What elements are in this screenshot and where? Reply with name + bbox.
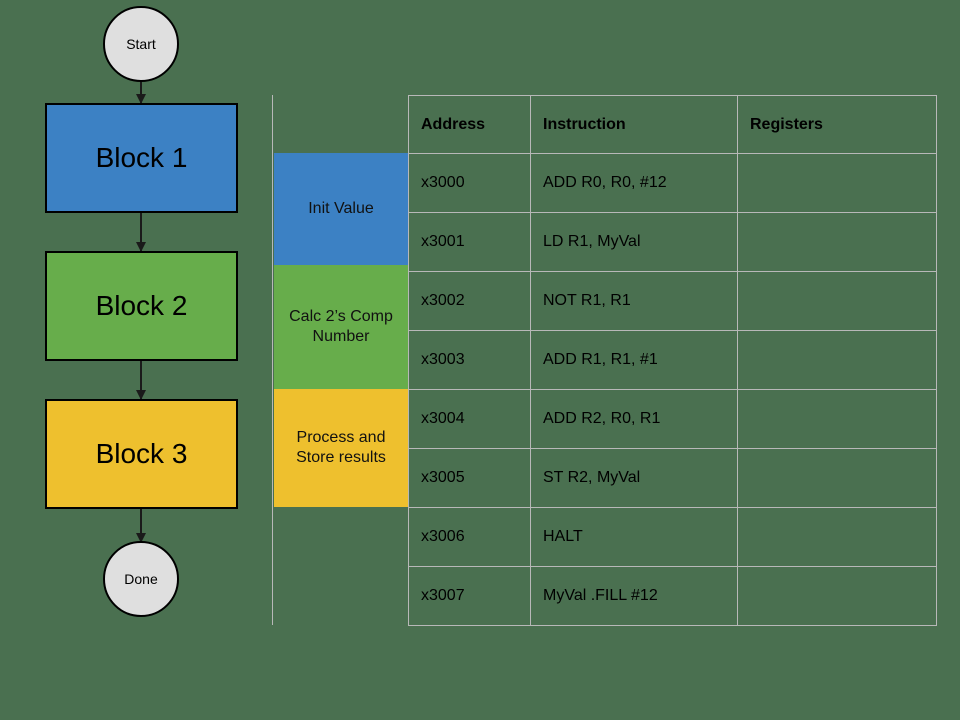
flowchart-block-1-label: Block 1 [95, 141, 188, 173]
arrow-shaft [140, 509, 142, 542]
phase-label-text: Calc 2’s Comp Number [289, 308, 393, 345]
section-divider [272, 95, 273, 625]
registers-cell[interactable] [737, 153, 937, 213]
instruction-address-cell: x3005 [408, 448, 531, 508]
instruction-text-cell: NOT R1, R1 [530, 271, 738, 331]
arrow-start-to-block1 [136, 82, 146, 104]
phase-label-init-value[interactable]: Init Value [274, 153, 408, 265]
arrow-head [136, 242, 146, 252]
flowchart-done-label: Done [124, 571, 158, 587]
arrow-block1-to-block2 [136, 213, 146, 252]
instruction-address-cell: x3000 [408, 153, 531, 213]
instruction-address-cell: x3007 [408, 566, 531, 626]
instruction-text-cell: ST R2, MyVal [530, 448, 738, 508]
arrow-block3-to-done [136, 509, 146, 543]
flowchart-done-node[interactable]: Done [103, 541, 179, 617]
phase-label-text: Process and Store results [296, 429, 386, 466]
registers-cell[interactable] [737, 330, 937, 390]
flowchart-block-3[interactable]: Block 3 [45, 399, 238, 509]
flowchart-start-label: Start [126, 36, 156, 52]
phase-label-text: Init Value [308, 200, 374, 217]
registers-cell[interactable] [737, 271, 937, 331]
flowchart-block-2[interactable]: Block 2 [45, 251, 238, 361]
instruction-address-cell: x3003 [408, 330, 531, 390]
instruction-text-cell: ADD R1, R1, #1 [530, 330, 738, 390]
arrow-head [136, 533, 146, 543]
flowchart-block-1[interactable]: Block 1 [45, 103, 238, 213]
instruction-address-cell: x3002 [408, 271, 531, 331]
instruction-text-cell: MyVal .FILL #12 [530, 566, 738, 626]
instruction-text-cell: LD R1, MyVal [530, 212, 738, 272]
registers-cell[interactable] [737, 212, 937, 272]
instruction-address-cell: x3006 [408, 507, 531, 567]
column-header-registers: Registers [737, 95, 937, 154]
instruction-text-cell: HALT [530, 507, 738, 567]
instruction-address-cell: x3001 [408, 212, 531, 272]
registers-cell[interactable] [737, 566, 937, 626]
instruction-address-cell: x3004 [408, 389, 531, 449]
table-header-row: Address Instruction Registers [408, 95, 937, 154]
flowchart-start-node[interactable]: Start [103, 6, 179, 82]
column-header-instruction: Instruction [530, 95, 738, 154]
arrow-block2-to-block3 [136, 361, 146, 400]
arrow-shaft [140, 82, 142, 103]
arrow-head [136, 390, 146, 400]
arrow-shaft [140, 361, 142, 399]
flowchart-block-2-label: Block 2 [95, 289, 188, 321]
flowchart-block-3-label: Block 3 [95, 437, 188, 469]
registers-cell[interactable] [737, 448, 937, 508]
column-header-address: Address [408, 95, 531, 154]
instruction-text-cell: ADD R0, R0, #12 [530, 153, 738, 213]
instruction-text-cell: ADD R2, R0, R1 [530, 389, 738, 449]
arrow-head [136, 94, 146, 104]
phase-label-process-store[interactable]: Process and Store results [274, 389, 408, 507]
phase-label-calc-twos-comp[interactable]: Calc 2’s Comp Number [274, 265, 408, 389]
registers-cell[interactable] [737, 389, 937, 449]
arrow-shaft [140, 213, 142, 251]
registers-cell[interactable] [737, 507, 937, 567]
